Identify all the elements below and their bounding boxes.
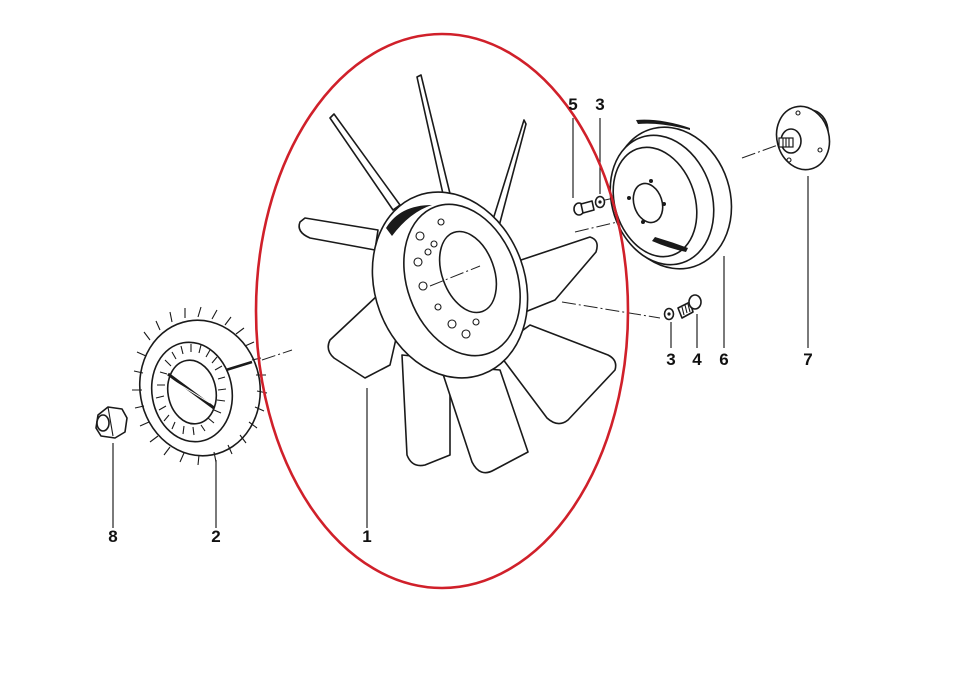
callout-5: 5 — [568, 95, 578, 114]
pulley-icon — [609, 119, 733, 270]
leader-lines — [112, 118, 809, 528]
hub-icon — [775, 105, 831, 171]
washer-icon — [594, 195, 606, 209]
bolt-icon — [573, 200, 595, 216]
highlight-ellipse — [254, 32, 630, 590]
nut-icon — [95, 406, 128, 439]
callout-3-bottom: 3 — [666, 350, 676, 369]
callout-4: 4 — [692, 350, 702, 369]
fan-blade-icon — [298, 74, 617, 474]
fan-clutch-icon — [132, 306, 268, 466]
callout-7: 7 — [803, 350, 813, 369]
washer-icon — [663, 307, 675, 321]
callout-2: 2 — [211, 527, 221, 546]
callout-3-top: 3 — [595, 95, 605, 114]
callout-8: 8 — [108, 527, 118, 546]
callout-1: 1 — [362, 527, 372, 546]
bolt-icon — [677, 294, 702, 319]
callout-6: 6 — [719, 350, 729, 369]
